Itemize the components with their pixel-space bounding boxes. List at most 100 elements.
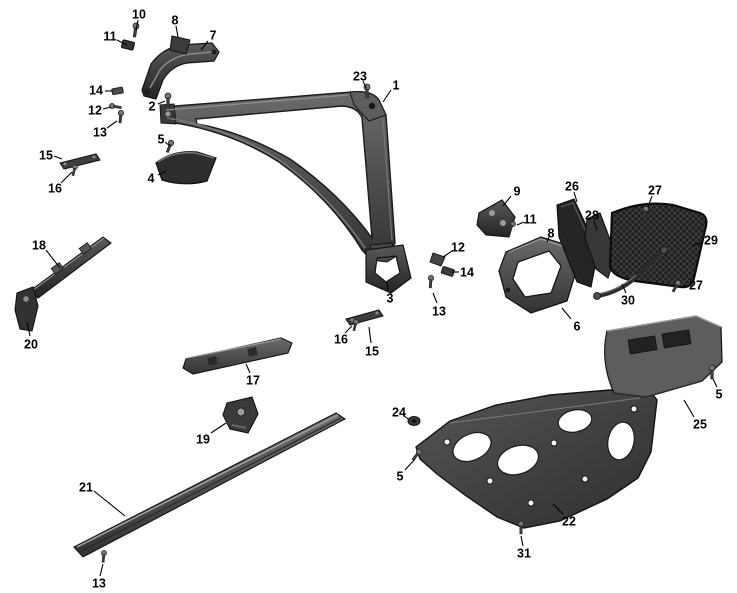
callout-3: 3 <box>386 281 394 305</box>
callout-label-7: 7 <box>210 28 217 42</box>
clip-12-2 <box>429 252 446 267</box>
callout-leader-line <box>245 363 251 374</box>
callout-leader-line <box>164 141 171 147</box>
callout-leader-line <box>502 195 512 207</box>
callout-leader-line <box>621 283 627 294</box>
callout-5: 5 <box>397 458 416 483</box>
callout-label-14: 14 <box>89 83 103 97</box>
callout-8: 8 <box>172 13 179 38</box>
callout-leader-line <box>546 236 550 243</box>
callout-label-13: 13 <box>93 125 107 139</box>
callout-label-4: 4 <box>148 171 155 185</box>
callout-7: 7 <box>200 28 217 51</box>
callout-label-14: 14 <box>460 265 474 279</box>
callout-label-21: 21 <box>79 480 93 494</box>
callout-label-28: 28 <box>585 208 599 222</box>
callout-label-5: 5 <box>716 387 723 401</box>
callout-leader-line <box>647 195 653 208</box>
callout-leader-line <box>552 503 564 515</box>
callout-leader-line <box>45 249 61 269</box>
callout-27: 27 <box>680 278 703 292</box>
part-7-support-bracket <box>141 42 220 100</box>
callout-31: 31 <box>517 535 531 560</box>
callout-18: 18 <box>32 238 61 269</box>
callout-leader-line <box>157 100 166 105</box>
callout-leader-line <box>362 80 367 89</box>
callout-leader-line <box>99 563 104 577</box>
callout-label-30: 30 <box>621 293 635 307</box>
callout-16: 16 <box>334 325 353 346</box>
callout-leader-line <box>382 89 392 103</box>
callout-leader-line <box>402 414 409 420</box>
callout-11: 11 <box>516 212 537 226</box>
callout-label-16: 16 <box>334 332 348 346</box>
callout-15: 15 <box>39 148 63 162</box>
part-25-shield <box>604 315 723 398</box>
callout-label-19: 19 <box>196 432 210 446</box>
part-9-bracket <box>476 199 516 238</box>
part-17-rail <box>182 337 293 375</box>
callout-13: 13 <box>92 563 106 590</box>
callout-22: 22 <box>552 503 576 528</box>
part-22-panel <box>415 389 658 529</box>
callout-leader-line <box>106 120 118 129</box>
callout-leader-line <box>26 321 31 337</box>
callout-1: 1 <box>382 78 400 103</box>
callout-label-20: 20 <box>24 337 38 351</box>
part-19-bracket <box>222 396 259 434</box>
callout-13: 13 <box>93 120 118 139</box>
callout-leader-line <box>157 170 167 176</box>
callout-label-17: 17 <box>246 373 260 387</box>
part-24-grommet <box>407 416 421 426</box>
callout-27: 27 <box>647 183 662 208</box>
callout-leader-line <box>404 458 416 471</box>
callout-leader-line <box>60 171 73 184</box>
callout-leader-line <box>368 326 372 344</box>
callout-label-8: 8 <box>548 226 555 240</box>
callout-label-27: 27 <box>689 278 703 292</box>
callout-label-29: 29 <box>704 233 718 247</box>
callout-leader-line <box>93 490 126 517</box>
part-8-bracket <box>169 35 191 55</box>
callout-label-1: 1 <box>393 78 400 92</box>
callout-leader-line <box>175 25 179 38</box>
callout-label-22: 22 <box>562 514 576 528</box>
callout-11: 11 <box>103 29 128 46</box>
callout-leader-line <box>712 378 718 388</box>
callout-label-5: 5 <box>397 469 404 483</box>
callout-label-23: 23 <box>353 69 367 83</box>
callout-12: 12 <box>88 103 112 117</box>
callout-24: 24 <box>392 405 409 420</box>
callout-14: 14 <box>452 265 474 279</box>
callout-label-25: 25 <box>693 417 707 431</box>
callout-label-15: 15 <box>365 344 379 358</box>
callout-label-31: 31 <box>517 546 531 560</box>
callout-leader-line <box>102 106 112 110</box>
callout-leader-line <box>691 241 704 247</box>
callout-leader-line <box>53 155 63 160</box>
callout-23: 23 <box>353 69 367 89</box>
part-20-bracket <box>14 286 39 332</box>
callout-label-24: 24 <box>392 405 406 419</box>
callout-29: 29 <box>691 233 718 247</box>
callout-label-18: 18 <box>32 238 46 252</box>
callout-13: 13 <box>432 292 446 318</box>
callout-label-13: 13 <box>432 304 446 318</box>
callout-9: 9 <box>502 184 521 207</box>
callout-label-26: 26 <box>565 179 579 193</box>
callout-label-12: 12 <box>451 240 465 254</box>
callout-12: 12 <box>442 240 465 258</box>
callout-label-10: 10 <box>132 7 146 21</box>
callout-leader-line <box>386 281 389 292</box>
callout-2: 2 <box>149 99 166 113</box>
part-30-rod <box>593 246 668 300</box>
callout-14: 14 <box>89 83 113 97</box>
callout-leader-line <box>573 191 578 203</box>
part-6-bracket <box>498 236 580 314</box>
callout-label-27: 27 <box>648 183 662 197</box>
callout-label-11: 11 <box>103 29 116 43</box>
callout-label-6: 6 <box>574 319 581 333</box>
callout-leader-line <box>210 422 227 434</box>
